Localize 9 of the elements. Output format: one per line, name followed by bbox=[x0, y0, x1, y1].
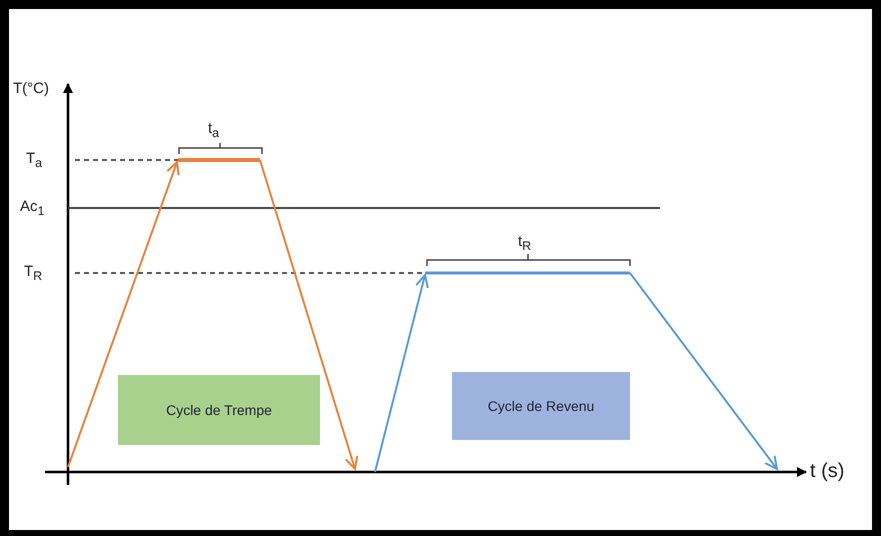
axis-title: t (s) bbox=[810, 462, 844, 480]
duration-label: t$_{R}$ bbox=[518, 233, 532, 255]
axis-title: T(°C) bbox=[13, 80, 49, 98]
temperature-label: Ac$_{1}$ bbox=[20, 198, 44, 220]
temperature-label: T$_{R}$ bbox=[24, 263, 42, 285]
temperature-label: T$_{a}$ bbox=[26, 150, 42, 172]
tempering-cycle-box: Cycle de Revenu bbox=[452, 372, 630, 440]
duration-label: t$_{a}$ bbox=[208, 120, 220, 142]
quench-cycle-box: Cycle de Trempe bbox=[118, 375, 320, 445]
